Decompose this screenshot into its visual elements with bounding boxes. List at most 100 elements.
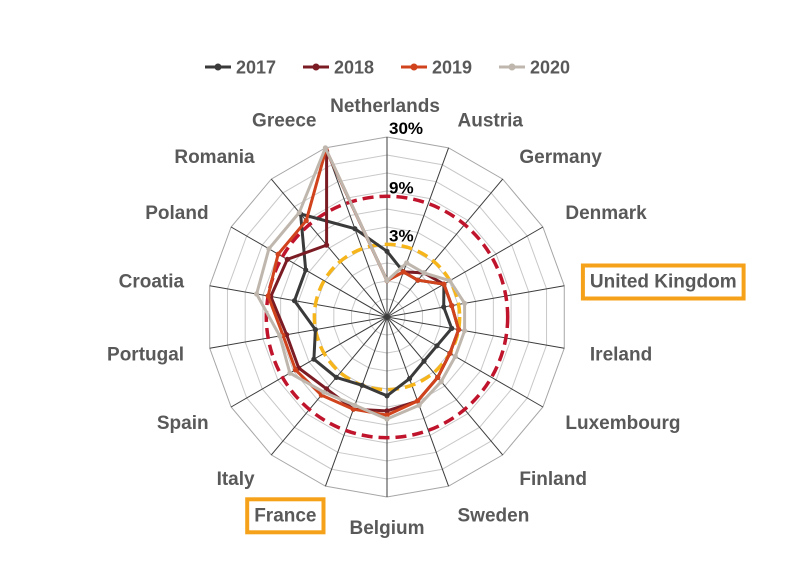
point-2019-belgium xyxy=(384,412,390,418)
category-label-austria: Austria xyxy=(458,111,524,132)
legend-label: 2019 xyxy=(432,58,472,78)
series-2020 xyxy=(254,145,468,422)
legend-item-2019: 2019 xyxy=(401,58,472,78)
radial-tick-labels: 3% 9% 30% xyxy=(389,119,423,245)
point-2017-croatia xyxy=(291,298,298,304)
category-label-croatia: Croatia xyxy=(119,272,185,293)
category-label-italy: Italy xyxy=(217,469,255,490)
category-label-greece: Greece xyxy=(252,111,316,132)
point-2019-united-kingdom xyxy=(449,303,455,309)
point-2017-belgium xyxy=(384,393,390,399)
point-2020-germany xyxy=(421,270,427,276)
point-2019-luxembourg xyxy=(447,350,453,356)
reference-circle-9 xyxy=(264,194,510,440)
reference-circles xyxy=(264,194,510,440)
category-label-france: France xyxy=(254,505,316,526)
spoke-ireland xyxy=(386,316,565,349)
spoke-poland xyxy=(230,226,388,318)
spoke-greece xyxy=(324,147,388,318)
point-2019-finland xyxy=(435,374,441,380)
point-2020-finland xyxy=(438,379,444,385)
point-2017-united-kingdom xyxy=(441,304,447,310)
point-2019-sweden xyxy=(415,398,421,404)
point-2018-belgium xyxy=(384,408,390,414)
point-2020-netherlands xyxy=(384,278,390,284)
point-2019-poland xyxy=(275,251,281,257)
category-label-poland: Poland xyxy=(145,203,208,224)
legend-swatch-marker xyxy=(508,63,516,71)
point-2020-poland xyxy=(266,246,272,252)
legend-label: 2020 xyxy=(530,58,570,78)
tick-label-3: 3% xyxy=(389,226,414,245)
legend-item-2020: 2020 xyxy=(499,58,570,78)
point-2018-poland xyxy=(284,256,290,262)
point-2020-romania xyxy=(296,209,302,216)
point-2020-italy xyxy=(321,389,327,395)
point-2019-germany xyxy=(415,277,421,283)
spoke-italy xyxy=(270,316,388,456)
category-label-united-kingdom: United Kingdom xyxy=(590,272,737,293)
spoke-croatia xyxy=(209,285,388,318)
spoke-austria xyxy=(386,147,450,318)
data-series xyxy=(254,145,468,422)
chart-legend: 2017 2018 2019 2020 xyxy=(205,58,570,78)
legend-swatch-marker xyxy=(312,63,320,71)
point-2020-sweden xyxy=(416,402,422,408)
category-label-netherlands: Netherlands xyxy=(330,96,440,117)
category-label-germany: Germany xyxy=(519,147,602,168)
point-2018-romania xyxy=(324,242,330,248)
category-label-finland: Finland xyxy=(519,469,587,490)
point-2020-spain xyxy=(287,370,293,376)
point-2017-luxembourg xyxy=(434,343,440,349)
point-2020-denmark xyxy=(447,278,453,284)
point-2017-poland xyxy=(303,267,309,273)
spoke-portugal xyxy=(209,316,388,349)
legend-label: 2018 xyxy=(334,58,374,78)
spoke-france xyxy=(324,316,388,487)
point-2017-sweden xyxy=(406,376,413,382)
spoke-germany xyxy=(386,178,504,318)
point-2017-france xyxy=(359,382,365,388)
point-2020-ireland xyxy=(462,328,468,334)
radar-grid xyxy=(209,136,565,498)
highlight-box-united-kingdom xyxy=(580,263,746,301)
series-2019 xyxy=(265,146,462,418)
point-2019-ireland xyxy=(456,327,462,333)
point-2019-france xyxy=(350,406,356,412)
point-2020-luxembourg xyxy=(452,353,458,359)
point-2020-france xyxy=(352,402,358,408)
point-2020-portugal xyxy=(277,333,283,339)
point-2017-ireland xyxy=(449,325,455,331)
point-2020-austria xyxy=(404,260,410,266)
point-2020-belgium xyxy=(384,416,390,422)
legend-item-2017: 2017 xyxy=(205,58,276,78)
legend-label: 2017 xyxy=(236,58,276,78)
category-label-sweden: Sweden xyxy=(458,505,530,526)
point-2019-romania xyxy=(303,218,309,224)
spoke-denmark xyxy=(386,226,544,318)
spoke-luxembourg xyxy=(386,316,544,408)
category-label-portugal: Portugal xyxy=(107,345,184,366)
point-2017-netherlands xyxy=(384,248,390,254)
category-label-denmark: Denmark xyxy=(565,203,647,224)
spoke-spain xyxy=(230,316,388,408)
point-2020-united-kingdom xyxy=(462,300,468,306)
point-2019-croatia xyxy=(265,293,271,299)
tick-label-9: 9% xyxy=(389,178,414,197)
reference-circle-3 xyxy=(312,242,462,392)
category-label-belgium: Belgium xyxy=(350,518,425,539)
point-2019-austria xyxy=(400,269,406,275)
tick-label-30: 30% xyxy=(389,119,423,138)
spoke-finland xyxy=(386,316,504,456)
point-2019-spain xyxy=(292,367,299,373)
point-2017-finland xyxy=(421,358,427,364)
point-2017-greece xyxy=(352,226,358,232)
point-2019-denmark xyxy=(441,281,447,287)
point-2017-spain xyxy=(311,356,317,362)
point-2017-portugal xyxy=(312,327,318,333)
category-label-luxembourg: Luxembourg xyxy=(565,413,680,434)
highlight-box-france xyxy=(245,497,326,535)
point-2017-italy xyxy=(333,374,339,380)
